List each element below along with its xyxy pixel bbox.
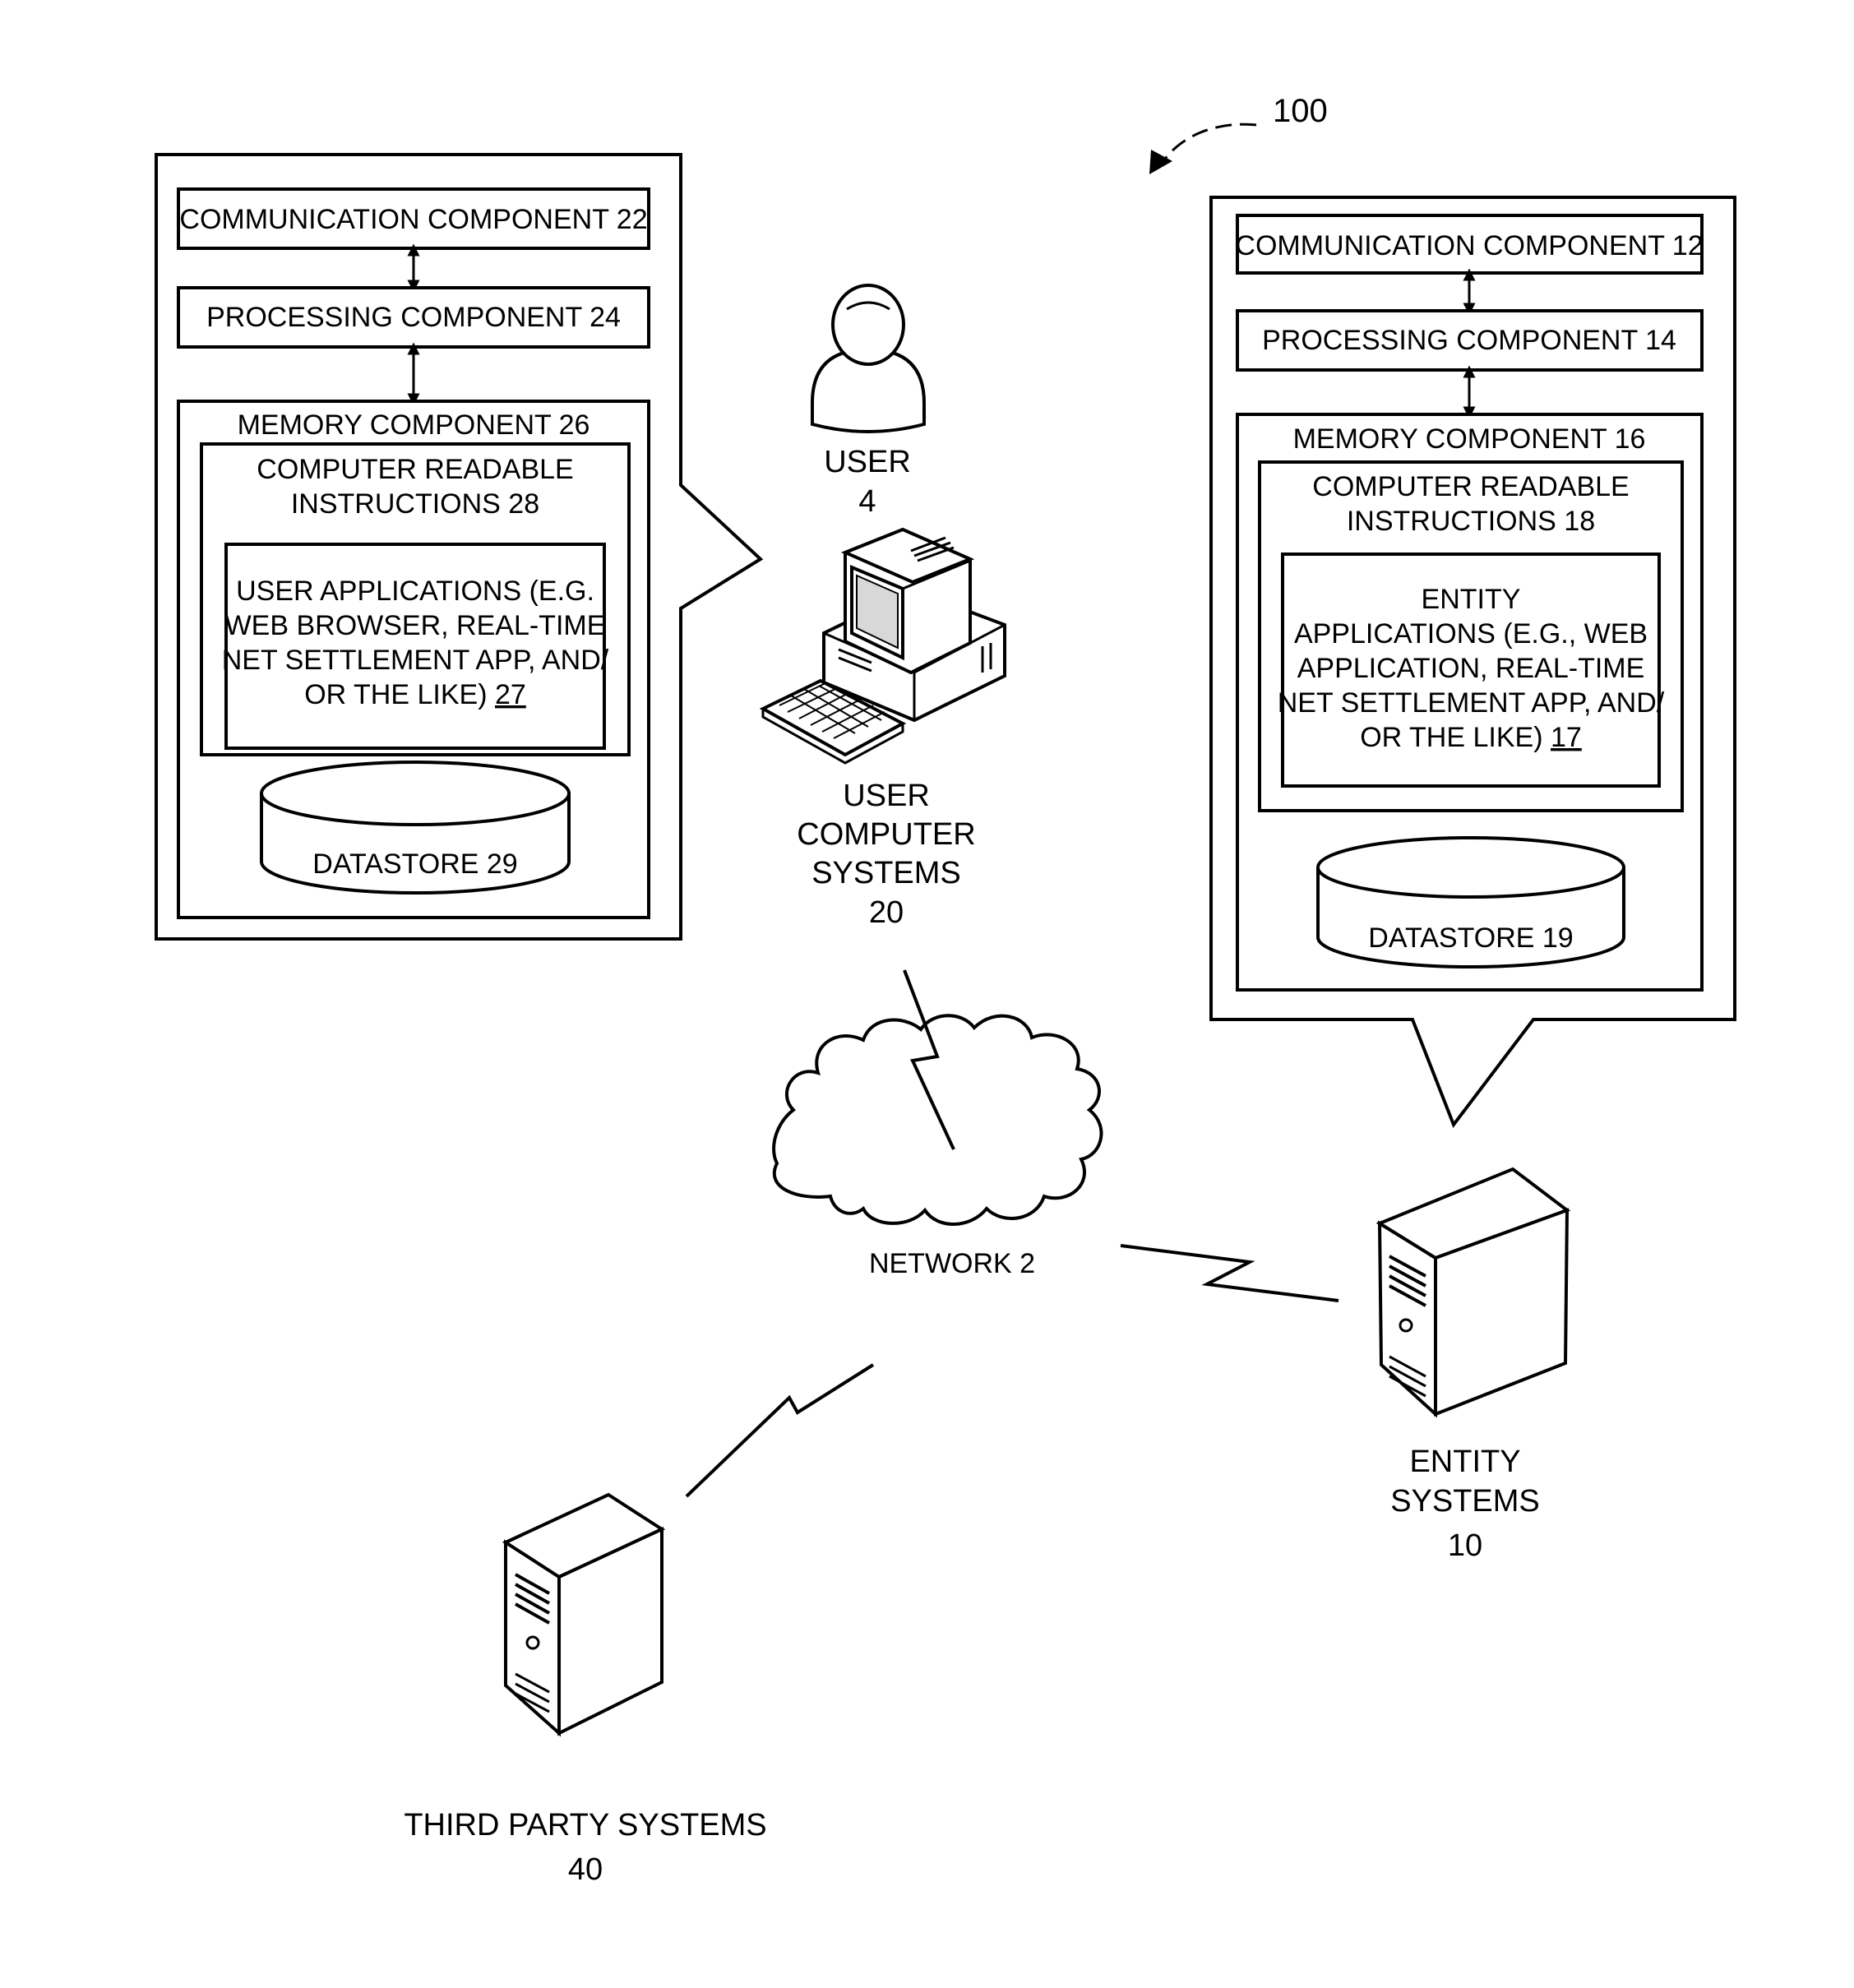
entity-datastore-database-icon (1316, 836, 1625, 969)
figure-ref-arrowhead (1149, 150, 1172, 174)
user-computer-callout: COMMUNICATION COMPONENT 22 PROCESSING CO… (155, 153, 764, 941)
user-communication-label: COMMUNICATION COMPONENT 22 (179, 204, 647, 235)
entity-apps-line1: ENTITY (1422, 584, 1521, 615)
user-cri-line2: INSTRUCTIONS 28 (291, 488, 539, 520)
user-apps-line4: OR THE LIKE) 27 (304, 679, 526, 710)
user-computer-ref: 20 (869, 895, 904, 930)
lightning-link-icon (1120, 1244, 1339, 1302)
user-memory-label: MEMORY COMPONENT 26 (238, 409, 590, 441)
user-processing-component (177, 286, 650, 349)
entity-apps-line2: APPLICATIONS (E.G., WEB (1294, 618, 1648, 650)
entity-systems-callout: COMMUNICATION COMPONENT 12 PROCESSING CO… (1209, 196, 1736, 1129)
user-datastore-database-icon (260, 761, 571, 895)
user-computer-line1: USER (843, 779, 930, 813)
figure-ref-curve (1159, 123, 1257, 165)
user-computer-line2: COMPUTER (797, 817, 975, 852)
third-party-line1: THIRD PARTY SYSTEMS (404, 1808, 766, 1842)
entity-datastore-label: DATASTORE 19 (1368, 922, 1573, 954)
entity-apps-line3: APPLICATION, REAL-TIME (1297, 653, 1645, 684)
user-apps-line4-text: OR THE LIKE) (304, 679, 495, 710)
entity-systems-line1: ENTITY (1409, 1445, 1520, 1479)
user-icon (811, 284, 926, 433)
keyboard-icon (759, 678, 907, 765)
entity-processing-component (1236, 309, 1704, 372)
figure-reference: 100 (1149, 93, 1328, 174)
entity-apps-ref: 17 (1551, 722, 1582, 753)
user-apps-ref: 27 (495, 679, 526, 710)
user-datastore-label: DATASTORE 29 (312, 848, 517, 880)
entity-cri-line2: INSTRUCTIONS 18 (1347, 506, 1595, 537)
user-label: USER (824, 445, 911, 479)
user-computer-line3: SYSTEMS (811, 856, 961, 890)
user-apps-line2: WEB BROWSER, REAL-TIME (225, 610, 606, 641)
user-cri-line1: COMPUTER READABLE (257, 454, 573, 485)
entity-systems-line2: SYSTEMS (1390, 1484, 1540, 1519)
user-communication-component (177, 187, 650, 250)
entity-applications (1281, 552, 1661, 788)
entity-systems-ref: 10 (1448, 1528, 1482, 1563)
entity-communication-label: COMMUNICATION COMPONENT 12 (1235, 230, 1703, 261)
figure-ref-label: 100 (1273, 93, 1328, 129)
server-icon (1375, 1167, 1571, 1418)
user-apps-line1: USER APPLICATIONS (E.G. (236, 576, 594, 607)
user-apps-line3: NET SETTLEMENT APP, AND/ (222, 645, 609, 676)
entity-cri-line1: COMPUTER READABLE (1312, 471, 1629, 502)
lightning-link-icon (685, 1363, 875, 1498)
server-icon (502, 1492, 666, 1737)
cloud-icon (772, 1014, 1103, 1226)
entity-apps-line4: NET SETTLEMENT APP, AND/ (1278, 687, 1665, 719)
user-ref: 4 (858, 484, 876, 519)
network-label: NETWORK 2 (869, 1248, 1035, 1279)
user-applications (224, 543, 606, 750)
entity-memory-label: MEMORY COMPONENT 16 (1293, 423, 1646, 455)
entity-processing-label: PROCESSING COMPONENT 14 (1262, 325, 1676, 356)
third-party-ref: 40 (568, 1852, 603, 1887)
desktop-computer-icon (822, 527, 1006, 723)
entity-apps-line5-text: OR THE LIKE) (1360, 722, 1551, 753)
user-processing-label: PROCESSING COMPONENT 24 (206, 302, 621, 333)
entity-apps-line5: OR THE LIKE) 17 (1360, 722, 1582, 753)
lightning-link-icon (903, 969, 955, 1150)
